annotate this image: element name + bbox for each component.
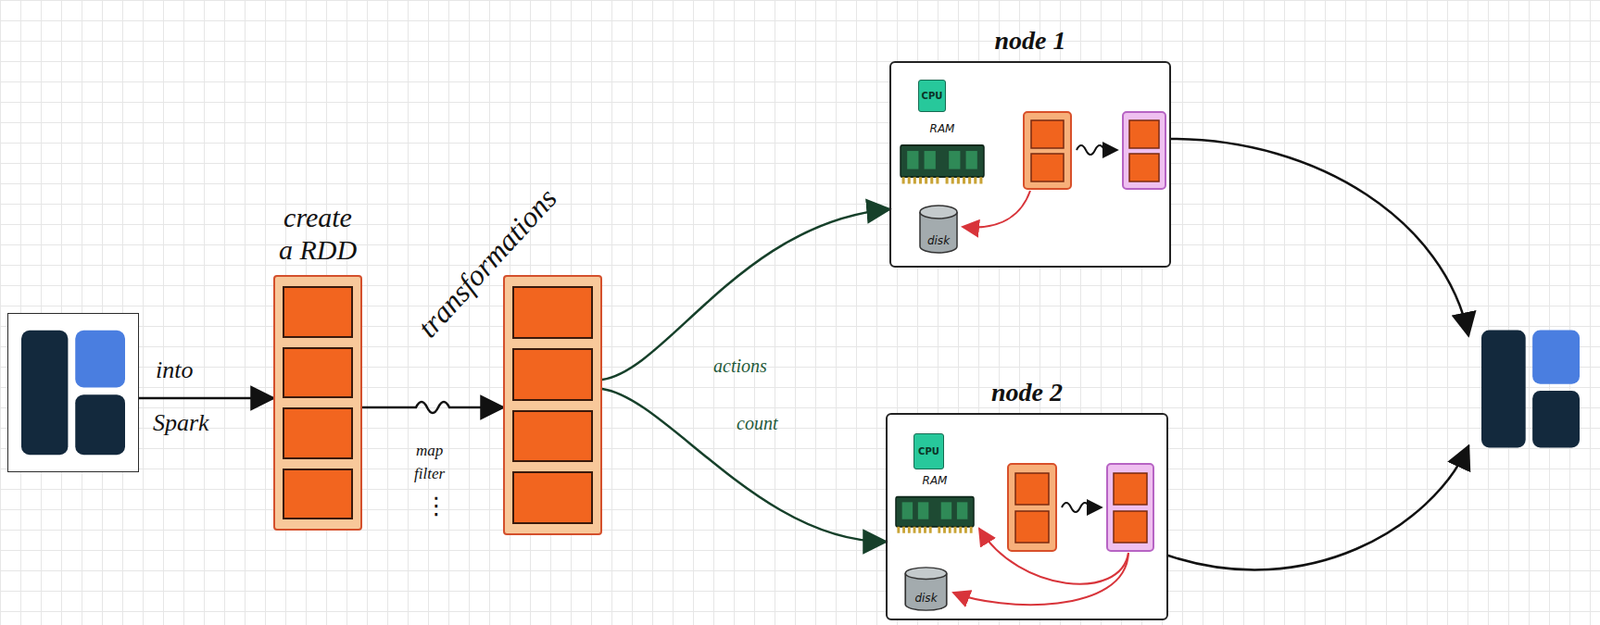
partition xyxy=(282,286,353,339)
ram-icon: RAM xyxy=(899,122,985,187)
free-label: ⋮ xyxy=(424,492,449,520)
partition-block xyxy=(1007,464,1057,552)
squiggle-arrow xyxy=(1076,145,1118,155)
node-text: CPU xyxy=(921,91,944,101)
result-block xyxy=(1122,112,1166,189)
partition xyxy=(282,407,353,460)
logo-mark xyxy=(21,325,126,461)
squiggle-arrow xyxy=(1061,503,1102,513)
flow-arrow xyxy=(1171,138,1469,336)
flow-arrow xyxy=(602,389,886,542)
disk-cylinder xyxy=(903,566,949,613)
node-text: RAM xyxy=(899,122,985,137)
logo-mark xyxy=(1481,326,1580,453)
disk-icon: disk xyxy=(903,566,949,613)
node-text: disk xyxy=(914,592,937,605)
flow-arrow xyxy=(138,397,274,401)
disk-cylinder xyxy=(918,203,959,255)
partition xyxy=(512,471,593,525)
logo-holder xyxy=(1481,326,1580,453)
partition-block xyxy=(1023,112,1071,189)
flow-arrow xyxy=(1168,446,1469,570)
rdd-block: create a RDD xyxy=(273,275,363,531)
free-label: filter xyxy=(414,466,445,484)
ram-icon: RAM xyxy=(894,474,975,536)
edge-label: count xyxy=(736,413,778,434)
node-text: create a RDD xyxy=(275,201,361,266)
node-text: node 1 xyxy=(995,26,1067,56)
spill-arrow xyxy=(962,190,1031,228)
ram-chip xyxy=(899,140,985,187)
spill-arrow xyxy=(979,529,1129,585)
partition xyxy=(512,286,593,340)
chip-holder xyxy=(899,140,985,187)
node-text: CPU xyxy=(918,447,940,457)
logo-box xyxy=(1468,314,1593,464)
partition xyxy=(282,347,353,400)
edge-label: actions xyxy=(713,355,768,377)
partition xyxy=(512,348,593,402)
ram-chip xyxy=(894,492,975,536)
free-label: Spark xyxy=(152,410,210,438)
edge-label: into xyxy=(155,357,193,385)
flow-arrow xyxy=(362,402,504,414)
rdd-block xyxy=(503,275,603,536)
node-box: node 1CPURAMdisk xyxy=(889,61,1172,268)
cpu-icon: CPU xyxy=(913,433,945,470)
node-text: RAM xyxy=(894,474,975,489)
node-ground xyxy=(889,61,1172,268)
logo-box xyxy=(7,313,139,473)
partition xyxy=(512,410,593,464)
node-box: node 2CPURAMdisk xyxy=(885,413,1169,621)
free-label: map xyxy=(415,442,443,461)
partition xyxy=(282,468,353,521)
result-block xyxy=(1107,464,1154,552)
flow-arrow xyxy=(602,209,890,380)
node-text: disk xyxy=(927,235,950,247)
logo-holder xyxy=(21,325,126,461)
spill-arrow xyxy=(953,553,1129,605)
disk-icon: disk xyxy=(918,203,959,255)
node-ground xyxy=(885,413,1169,621)
chip-holder xyxy=(894,492,975,536)
node-text: node 2 xyxy=(991,378,1063,408)
cpu-icon: CPU xyxy=(918,79,946,113)
